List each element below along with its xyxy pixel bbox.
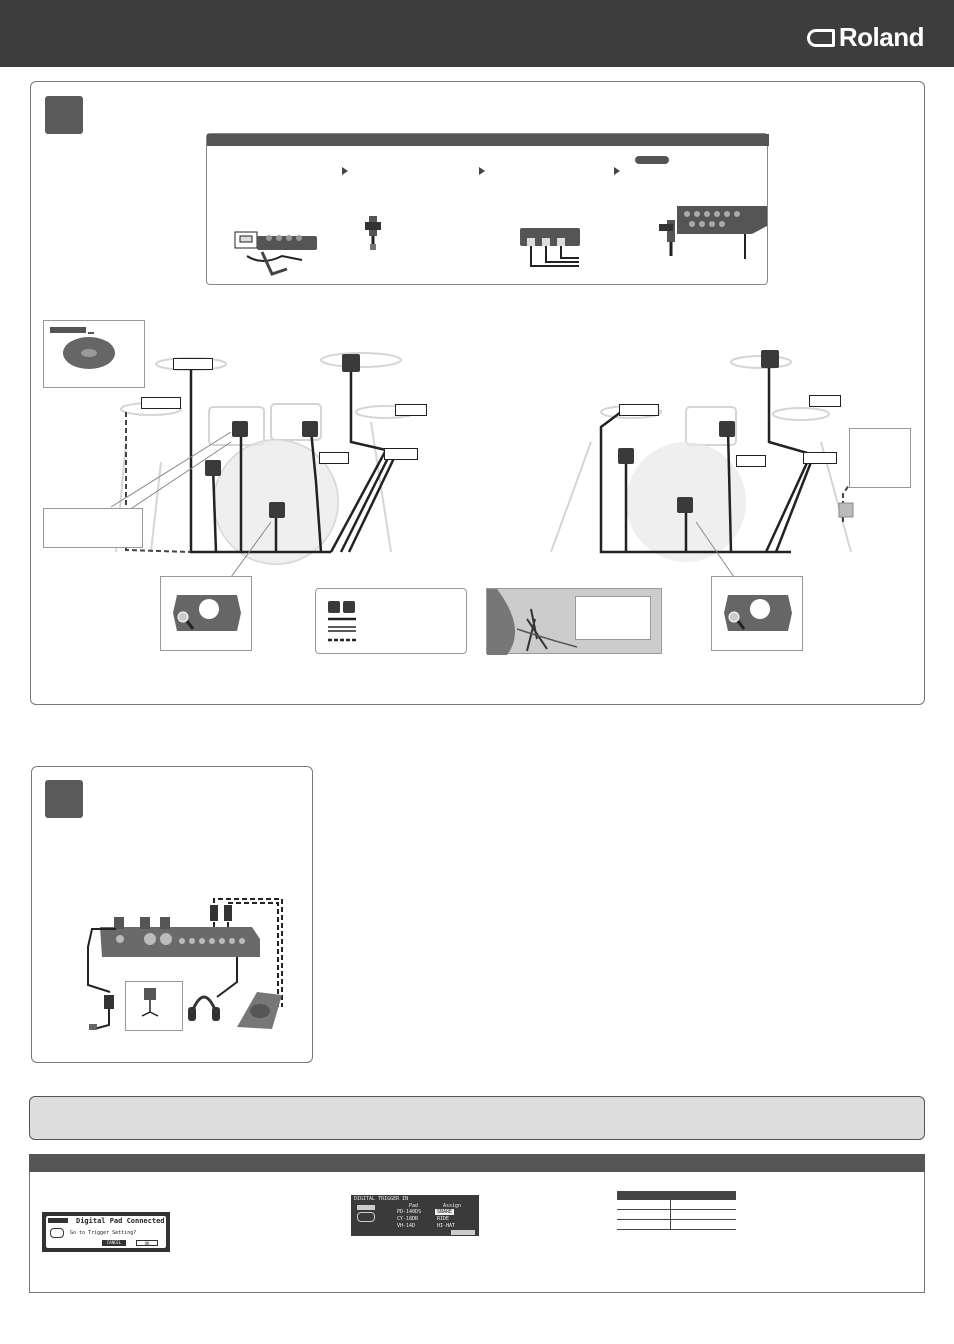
cable-prep-panel: [206, 133, 769, 285]
hihat-note-callout: [849, 428, 911, 488]
tom-trigger-pad: [302, 421, 318, 437]
module-rear-illustration: [87, 898, 283, 1030]
settings-table: [617, 1191, 736, 1230]
cymbal-trigger-pad: [342, 354, 360, 372]
pad-assign-1[interactable]: SNARE: [435, 1209, 455, 1215]
cable-label: [809, 395, 841, 407]
drum-pad-icon: [50, 1228, 64, 1238]
kick-trigger-pad: [677, 497, 693, 513]
snare-trigger-pad: [205, 460, 221, 476]
tom-note-callout: [43, 508, 143, 548]
cable-prep-illustration: [234, 206, 767, 276]
trigger-settings-panel: Digital Pad Connected Go to Trigger Sett…: [29, 1172, 925, 1293]
dialog-title: Digital Pad Connected: [76, 1217, 165, 1225]
cable-label: [619, 404, 659, 416]
connector-board-illustration: [659, 206, 767, 259]
pad-column-header: Pad: [409, 1203, 419, 1209]
legend-pad-icon: [343, 601, 355, 613]
roland-logo-icon: [806, 28, 835, 47]
cable-label: [395, 404, 427, 416]
kick-mount-illustration: [487, 589, 578, 655]
callout-tag: [50, 327, 86, 333]
kick-jack-detail-right: [711, 576, 803, 651]
kick-mount-detail: [486, 588, 662, 655]
tom-trigger-pad: [232, 421, 248, 437]
cable-label: [141, 397, 181, 409]
assign-column-header: Assign: [443, 1203, 462, 1209]
header-bar: Roland: [0, 0, 954, 67]
kick-jack-detail-left: [160, 576, 252, 651]
hihat-pedal-pad: [838, 502, 854, 518]
legend-cable-styles: [328, 617, 356, 642]
module-connection-panel: [31, 766, 313, 1063]
pad-connected-dialog: Digital Pad Connected Go to Trigger Sett…: [46, 1216, 166, 1248]
kit-connection-panel: [30, 81, 925, 705]
pad-name-1: PD-140DS: [397, 1209, 422, 1215]
drum-pad-icon: [357, 1212, 375, 1222]
digital-trigger-screen: DIGITAL TRIGGER IN Pad Assign PD-140DS S…: [351, 1195, 479, 1236]
cable-label: [736, 455, 766, 467]
cord-hook-detail: [125, 981, 183, 1031]
pad-assign-2[interactable]: RIDE: [437, 1216, 450, 1222]
pad-name-3: VH-14D: [397, 1223, 416, 1229]
screen-footer-button: [451, 1230, 475, 1235]
kick-jack-illustration: [724, 595, 792, 631]
cable-label: [173, 358, 213, 370]
notice-bar: [29, 1096, 925, 1140]
ok-button[interactable]: OK: [136, 1240, 158, 1246]
brand-name: Roland: [838, 22, 925, 52]
step-arrow-icon: [614, 167, 620, 175]
cable-label: [384, 448, 418, 460]
cord-hook-illustration: [141, 988, 159, 1017]
legend-pad-icon: [328, 601, 340, 613]
pad-assign-3[interactable]: HI-HAT: [437, 1223, 456, 1229]
table-row: [617, 1200, 736, 1210]
pad-name-2: CY-18DR: [397, 1216, 419, 1222]
module-clamp-illustration: [234, 231, 317, 276]
cable-label: [319, 452, 349, 464]
snare-trigger-pad: [618, 448, 634, 464]
step-arrow-icon: [479, 167, 485, 175]
settings-table-header: [617, 1191, 736, 1200]
l-plug-illustration: [365, 216, 381, 250]
cymbal-trigger-pad: [761, 350, 779, 368]
kick-jack-illustration: [173, 595, 241, 631]
dialog-badge: [48, 1218, 68, 1223]
kick-mount-note: [575, 596, 651, 640]
screen-title: DIGITAL TRIGGER IN: [354, 1196, 409, 1202]
module-jacks-illustration: [520, 228, 580, 267]
screen-badge: [357, 1205, 375, 1210]
cymbal-detail-callout: [43, 320, 145, 388]
trigger-settings-header-bar: [29, 1154, 925, 1172]
legend-box: [315, 588, 467, 654]
step-arrow-icon: [342, 167, 348, 175]
table-row: [617, 1210, 736, 1220]
pad-connected-screen: Digital Pad Connected Go to Trigger Sett…: [42, 1212, 170, 1252]
note-tag: [635, 156, 669, 164]
step-number-badge: [45, 780, 83, 818]
cancel-button[interactable]: CANCEL: [102, 1240, 126, 1246]
cable-label: [803, 452, 837, 464]
roland-logo: Roland: [806, 22, 925, 53]
cymbal-detail-illustration: [63, 332, 115, 369]
table-row: [617, 1220, 736, 1230]
tom-trigger-pad: [719, 421, 735, 437]
cable-prep-header-bar: [207, 134, 769, 146]
step-number-badge: [45, 96, 83, 134]
dialog-message: Go to Trigger Setting?: [70, 1230, 137, 1236]
kick-trigger-pad: [269, 502, 285, 518]
